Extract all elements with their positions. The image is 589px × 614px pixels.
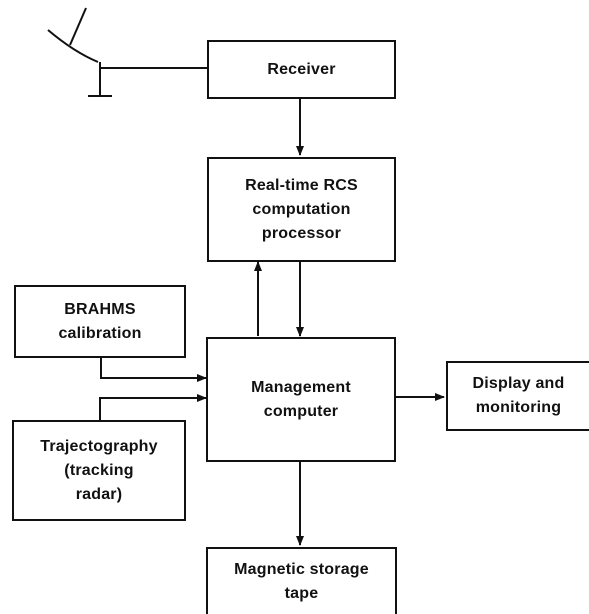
brahms-to-management-arrow <box>100 358 207 382</box>
receiver-label: Receiver <box>267 60 336 78</box>
display-monitoring-block: Display and monitoring <box>446 361 589 431</box>
trajectography-block: Trajectography (tracking radar) <box>12 420 186 521</box>
brahms-calibration-block: BRAHMS calibration <box>14 285 186 358</box>
magnetic-storage-label: Magnetic storage tape <box>234 560 369 602</box>
trajectography-label: Trajectography (tracking radar) <box>40 437 158 503</box>
brahms-calibration-label: BRAHMS calibration <box>58 300 142 342</box>
antenna-icon <box>47 7 112 97</box>
management-computer-label: Management computer <box>251 378 351 420</box>
display-monitoring-label: Display and monitoring <box>472 375 565 416</box>
trajectography-to-management-arrow <box>99 394 207 420</box>
management-computer-block: Management computer <box>206 337 396 462</box>
rcs-processor-block: Real-time RCS computation processor <box>207 157 396 262</box>
magnetic-storage-block: Magnetic storage tape <box>206 547 397 614</box>
rcs-processor-label: Real-time RCS computation processor <box>245 176 358 242</box>
receiver-block: Receiver <box>207 40 396 99</box>
